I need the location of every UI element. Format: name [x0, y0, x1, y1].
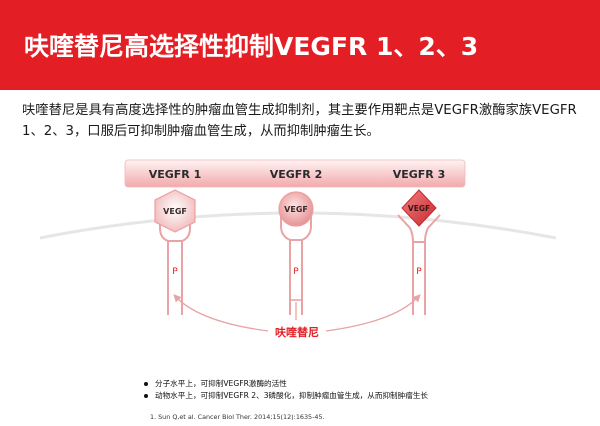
receptor-label-vegfr2: VEGFR 2	[270, 168, 323, 181]
receptor-label-bar	[124, 159, 466, 188]
receptor-label-vegfr3: VEGFR 3	[393, 168, 446, 181]
inhibition-arrow-vegfr1	[173, 294, 269, 332]
receptor-vegfr3: VEGF P	[397, 189, 441, 315]
vegf-ligand-hexagon	[154, 189, 196, 233]
reference-citation: 1. Sun Q,et al. Cancer Biol Ther. 2014;1…	[150, 413, 325, 421]
page-title: 呋喹替尼高选择性抑制VEGFR 1、2、3	[24, 32, 479, 61]
title-bar: 呋喹替尼高选择性抑制VEGFR 1、2、3	[0, 0, 600, 90]
bullet-item: 动物水平上，可抑制VEGFR 2、3磷酸化，抑制肿瘤血管生成，从而抑制肿瘤生长	[142, 390, 582, 402]
phospho-label-1: P	[172, 267, 178, 277]
vegf-ligand-diamond	[401, 189, 437, 227]
vegf-ligand-circle	[278, 191, 314, 227]
receptor-label-vegfr1: VEGFR 1	[149, 168, 202, 181]
receptor-vegfr2: VEGF P	[278, 191, 314, 315]
summary-bullets: 分子水平上，可抑制VEGFR激酶的活性 动物水平上，可抑制VEGFR 2、3磷酸…	[142, 378, 582, 402]
bullet-item: 分子水平上，可抑制VEGFR激酶的活性	[142, 378, 582, 390]
vegf-ligand-label-3: VEGF	[408, 204, 430, 213]
drug-label: 呋喹替尼	[275, 325, 319, 339]
vegf-ligand-label-1: VEGF	[163, 207, 187, 216]
receptor-vegfr1: VEGF P	[154, 189, 196, 315]
phospho-label-3: P	[416, 267, 422, 277]
intro-paragraph: 呋喹替尼是具有高度选择性的肿瘤血管生成抑制剂，其主要作用靶点是VEGFR激酶家族…	[22, 103, 577, 139]
vegf-ligand-label-2: VEGF	[284, 205, 308, 214]
inhibition-arrow-vegfr3	[325, 294, 421, 332]
phospho-label-2: P	[293, 267, 299, 277]
